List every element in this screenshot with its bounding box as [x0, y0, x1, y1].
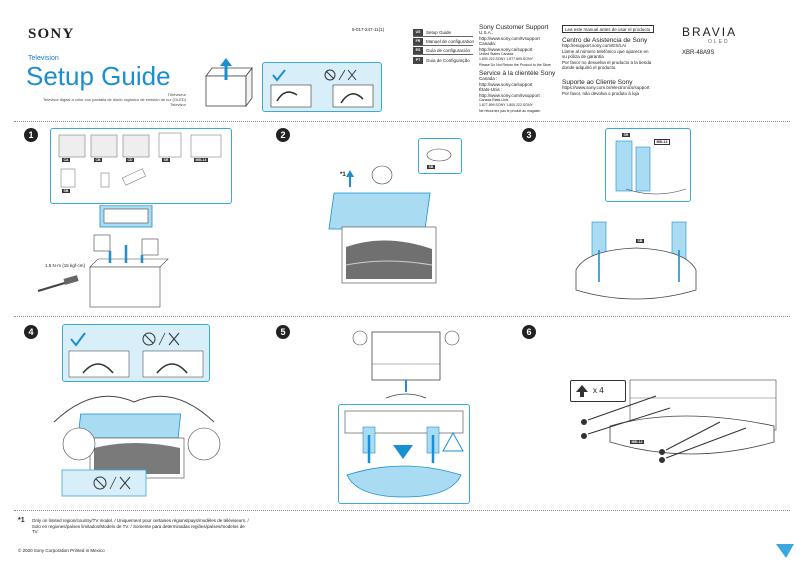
divider	[413, 36, 473, 37]
support-line[interactable]: http://www.sony.ca/support	[479, 81, 533, 87]
support-contacts-phone: 1.877.899.SONY 1.800.222.SONY	[479, 103, 533, 108]
divider	[14, 121, 790, 122]
part-tag: M5L14	[654, 139, 670, 145]
lang-code: FR	[413, 37, 423, 45]
step-number-3: 3	[522, 128, 536, 142]
lang-label: Setup Guide	[426, 29, 452, 35]
part-tag: M5L14	[194, 158, 208, 162]
support-line: donde adquirió el producto.	[562, 65, 617, 71]
support-line: Por favor no devuelva el producto a la t…	[562, 59, 652, 65]
step6-illustration	[581, 379, 777, 463]
subtitle-fr: Téléviseur	[167, 92, 186, 97]
support-note: Ne retournez pas le produit au magasin	[479, 108, 541, 113]
dos-donts-panel	[62, 324, 210, 382]
divider	[14, 510, 790, 511]
support-line: Canada :	[479, 76, 498, 82]
support-heading: Centro de Asistencia de Sony	[562, 37, 648, 44]
step-number-6: 6	[522, 325, 536, 339]
copyright: © 2020 Sony Corporation Printed in Mexic…	[18, 548, 105, 553]
part-tag: M5L14	[630, 440, 644, 444]
step5-lift-illustration	[352, 330, 460, 399]
support-contacts-label: Canada États-Unis	[479, 98, 509, 103]
divider	[413, 54, 473, 55]
category-label: Television	[28, 55, 59, 62]
support-fr: Service à la clientèle Sony Canada : htt…	[479, 70, 559, 114]
support-url[interactable]: http://esupport.sony.com/ES/LA/	[562, 43, 627, 49]
support-en: Sony Customer Support U.S.A.: http://www…	[479, 24, 559, 68]
read-manual-note: Lea este manual antes de usar el product…	[562, 25, 654, 33]
lang-code: PT	[413, 56, 423, 64]
lang-code: US	[413, 28, 423, 36]
sony-logo: SONY	[28, 26, 75, 42]
support-heading: Suporte ao Cliente Sony	[562, 79, 633, 86]
footnote-text: Only on limited region/country/TV model.…	[31, 518, 249, 534]
document-code: 5-017-247-11(1)	[352, 27, 385, 32]
part-tag: CD	[126, 158, 135, 162]
support-line: su póliza de garantía	[562, 54, 604, 60]
screw-count: x 4	[593, 386, 604, 395]
support-line: U.S.A.:	[479, 30, 494, 36]
subtitle-es: Televisor digital a color con pantalla d…	[43, 97, 186, 102]
support-line[interactable]: http://www.sony.com/tvsupport	[479, 92, 540, 98]
support-contacts-label: United States Canada	[479, 52, 514, 57]
part-callout: SB	[418, 138, 462, 174]
oled-label: OLED	[708, 39, 730, 45]
parts-panel: CA CB CD SR M5L14 SB	[50, 128, 232, 204]
divider	[413, 45, 473, 46]
support-es: Centro de Asistencia de Sony http://esup…	[562, 37, 672, 71]
part-tag: CA	[62, 158, 71, 162]
support-line: États-Unis :	[479, 87, 503, 93]
support-heading: Sony Customer Support	[479, 24, 549, 31]
subtitle-block: Téléviseur Televisor digital a color con…	[26, 92, 186, 107]
lang-row-us: US Setup Guide	[413, 27, 451, 37]
step4-illustration	[53, 395, 221, 497]
support-heading: Service à la clientèle Sony	[479, 70, 556, 77]
lang-row-pt: PT Guia de Configuração	[413, 55, 470, 65]
part-tag: CB	[94, 158, 103, 162]
unbox-illustration	[205, 58, 253, 108]
step-number-1: 1	[24, 128, 38, 142]
support-note: Por favor, não devolva o produto à loja	[562, 90, 640, 96]
lang-row-fr: FR Manuel de configuration	[413, 36, 474, 46]
support-line: Canada:	[479, 41, 497, 47]
lang-row-es: ES Guía de configuración	[413, 45, 470, 55]
support-contacts-phone: 1.800.222.SONY 1.877.899.SONY	[479, 57, 533, 62]
lang-label: Manuel de configuration	[426, 38, 475, 44]
part-tag: SB	[636, 239, 644, 243]
screwdriver-icon	[37, 275, 79, 292]
subtitle-pt: Televisor	[170, 102, 186, 107]
footnote-marker: *1	[18, 517, 25, 524]
support-url[interactable]: https://www.sony.com.br/electronics/supp…	[562, 85, 650, 91]
step3-illustration	[575, 221, 697, 300]
divider	[14, 316, 790, 317]
support-pt: Suporte ao Cliente Sony https://www.sony…	[562, 79, 682, 96]
part-tag: SR	[162, 158, 170, 162]
step-number-4: 4	[24, 325, 38, 339]
stand-assembly-callout: SR M5L14	[605, 128, 691, 202]
fold-mark-icon	[776, 544, 794, 558]
footnote: *1 Only on limited region/country/TV mod…	[18, 517, 250, 535]
step5-detail-panel	[338, 404, 470, 504]
part-tag: SB	[62, 189, 70, 193]
model-number: XBR-48A9S	[682, 50, 715, 56]
part-tag: SB	[427, 165, 435, 169]
support-line[interactable]: http://www.sony.com/tvsupport	[479, 35, 540, 41]
step2-illustration	[328, 165, 437, 284]
torque-spec: 1.5 N·m {15 kgf·cm}	[45, 263, 86, 268]
footnote-marker: *1	[340, 172, 346, 178]
step-number-2: 2	[276, 128, 290, 142]
page-title: Setup Guide	[26, 61, 171, 91]
part-tag: SR	[622, 133, 630, 137]
lang-label: Guía de configuración	[426, 47, 471, 53]
lang-label: Guia de Configuração	[426, 57, 470, 63]
support-line: Llame al número telefónico que aparece e…	[562, 48, 649, 54]
support-note: Please Do Not Return the Product to the …	[479, 62, 551, 67]
step1-illustration	[89, 205, 169, 308]
screw-count-box: x 4	[570, 380, 626, 402]
step-number-5: 5	[276, 325, 290, 339]
bravia-logo: BRAVIA	[682, 25, 738, 39]
support-line[interactable]: http://www.sony.ca/support	[479, 46, 533, 52]
header-dos-donts-panel	[262, 62, 382, 112]
lang-code: ES	[413, 46, 423, 54]
